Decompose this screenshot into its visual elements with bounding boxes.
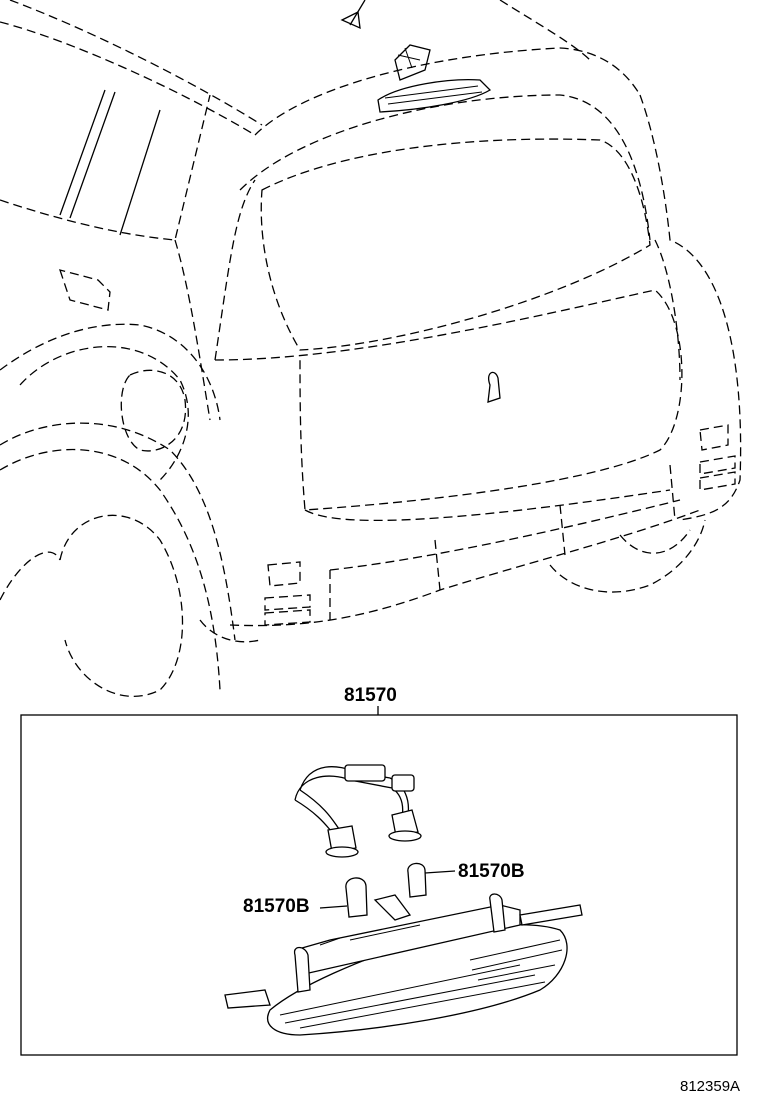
- harness-clip: [391, 774, 415, 792]
- license-plate-left: [434, 539, 441, 591]
- fuel-lid-area: [19, 346, 189, 481]
- harness-wire-left-branch: [294, 789, 341, 833]
- lamp-assembly: [224, 893, 583, 1036]
- vehicle-outline: [0, 0, 742, 697]
- side-window-glass: [59, 89, 161, 236]
- bulb-part-number-left: 81570B: [243, 896, 310, 917]
- right-mount-post: [489, 893, 506, 933]
- bumper-corner: [199, 619, 261, 643]
- left-upper-reflector: [267, 561, 301, 587]
- tailgate-bottom: [304, 489, 671, 522]
- rear-quarter: [0, 323, 221, 421]
- wire-harness: [294, 764, 422, 858]
- tailgate-emblem: [487, 371, 501, 403]
- fuel-lid: [120, 369, 187, 452]
- right-reflector-1: [699, 455, 736, 475]
- left-reflector-2: [264, 609, 311, 626]
- left-wheel-arch: [0, 422, 236, 641]
- left-bracket: [224, 989, 271, 1009]
- roof-top: [254, 47, 641, 136]
- antenna-base: [340, 11, 361, 30]
- right-bracket: [519, 904, 583, 926]
- right-socket: [391, 809, 419, 837]
- rear-window: [260, 138, 651, 351]
- vehicle-stop-lamp: [340, 0, 501, 403]
- roof-lamp-socket: [394, 44, 431, 81]
- assembly-part-number: 81570: [344, 685, 397, 706]
- roof-left-edge: [0, 21, 256, 136]
- right-upper-reflector: [699, 424, 729, 451]
- tailgate-panel: [214, 289, 683, 511]
- assembly-box: [20, 714, 738, 1056]
- right-bulb: [407, 862, 427, 898]
- right-tail-lamp-edge: [654, 239, 681, 381]
- illustration-reference-code: 812359A: [680, 1078, 741, 1095]
- side-window-frame: [0, 94, 211, 241]
- tailgate-left-side: [214, 179, 256, 361]
- right-reflector-2: [699, 471, 736, 491]
- right-wheel-arch: [549, 519, 706, 593]
- roof-right: [499, 0, 591, 61]
- bumper-upper: [329, 499, 681, 571]
- roof-lamp-wiring: [397, 47, 421, 69]
- bulb-part-number-right: 81570B: [458, 861, 525, 882]
- bulbs: [319, 862, 456, 918]
- right-tire: [619, 529, 691, 554]
- left-tire-outer: [0, 448, 221, 691]
- left-bulb: [345, 877, 368, 918]
- lamp-lens-right-pattern: [469, 939, 563, 981]
- right-body-side: [639, 94, 742, 521]
- left-socket: [327, 825, 357, 853]
- left-tire-inner: [59, 514, 184, 697]
- left-tire-tread: [0, 551, 61, 601]
- right-socket-flange: [388, 830, 422, 842]
- left-bulb-leader: [319, 905, 348, 909]
- left-socket-flange: [325, 846, 359, 858]
- bumper-right-seam: [669, 464, 676, 521]
- right-bulb-leader: [424, 870, 456, 874]
- door-handle: [59, 269, 111, 311]
- left-mount-post: [293, 946, 311, 993]
- license-plate-right: [559, 504, 566, 556]
- tailgate-top: [239, 94, 651, 241]
- roof-left-edge-inner: [9, 0, 263, 126]
- bulb-holder-clip: [373, 894, 412, 921]
- left-reflector-1: [264, 594, 311, 611]
- roof-lamp-lens-lines: [384, 85, 483, 105]
- c-pillar: [174, 239, 211, 421]
- bumper-lower: [229, 509, 701, 627]
- lamp-lens-pattern: [279, 964, 546, 1029]
- housing-detail: [319, 924, 421, 946]
- harness-connector: [344, 764, 386, 782]
